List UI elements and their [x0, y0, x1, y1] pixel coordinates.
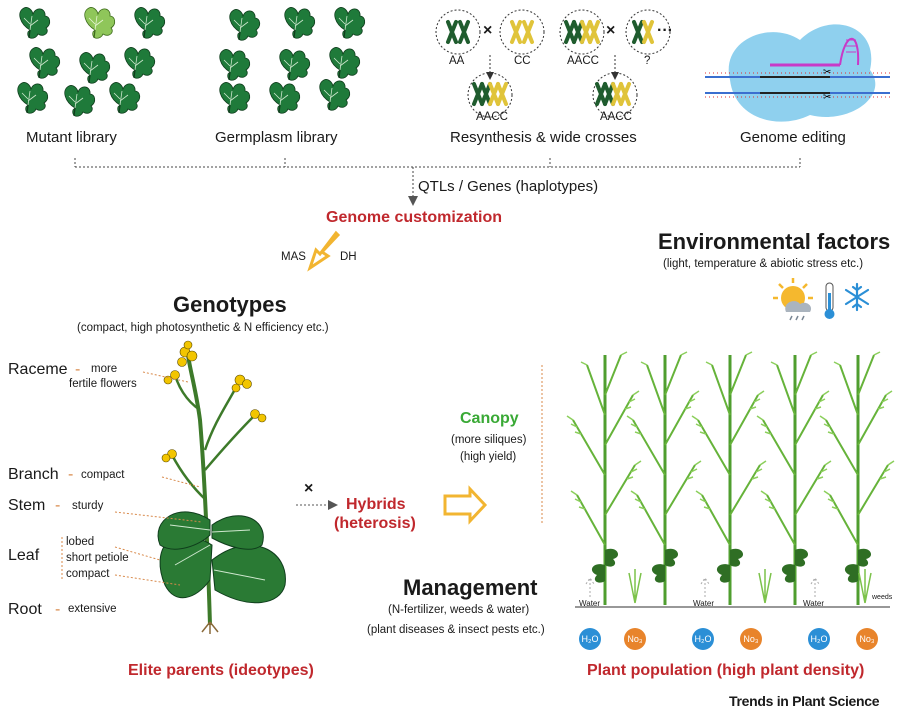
resynthesis-label: Resynthesis & wide crosses: [450, 129, 637, 146]
germplasm-library-label: Germplasm library: [215, 129, 338, 146]
field-plants: [565, 350, 896, 607]
genome-customization-label: Genome customization: [326, 209, 503, 226]
management-line-1: (N-fertilizer, weeds & water): [388, 604, 530, 616]
environment-title: Environmental factors: [658, 229, 891, 254]
svg-text:✂: ✂: [823, 67, 831, 78]
raceme-desc-1: more: [91, 363, 118, 375]
journal-label: Trends in Plant Science: [729, 693, 880, 709]
organ-branch-dash: -: [68, 466, 74, 483]
genome-editing-label: Genome editing: [740, 129, 846, 146]
management-line-2: (plant diseases & insect pests etc.): [367, 624, 545, 636]
plant-population-label: Plant population (high plant density): [587, 662, 865, 679]
genome-unknown-label: ?: [644, 55, 651, 67]
organ-connectors: [61, 371, 203, 586]
water-label-1: Water: [579, 599, 601, 608]
canopy-title: Canopy: [460, 410, 519, 427]
svg-text:✂: ✂: [823, 92, 831, 103]
snowflake-icon: [844, 282, 870, 312]
qtls-label: QTLs / Genes (haplotypes): [418, 178, 599, 195]
thermometer-icon: [824, 282, 835, 319]
organ-raceme: Raceme: [8, 361, 68, 378]
water-label-2: Water: [693, 599, 715, 608]
resynthesis-crosses: [435, 9, 671, 118]
h2o-badge-2: H₂O: [692, 628, 714, 650]
mutant-library-label: Mutant library: [26, 129, 117, 146]
hybrid-to-population-arrow: [443, 485, 488, 525]
genotypes-title: Genotypes: [173, 292, 287, 317]
water-label-3: Water: [803, 599, 825, 608]
organ-raceme-dash: -: [75, 361, 81, 378]
management-title: Management: [403, 575, 538, 600]
canopy-line-1: (more siliques): [451, 434, 527, 446]
water-arrows: [585, 577, 820, 597]
dotted-bracket: [74, 158, 801, 198]
sun-cloud-icon: [773, 278, 813, 321]
canopy-line-2: (high yield): [460, 451, 517, 463]
genome-aacc-label-2: AACC: [567, 55, 599, 67]
leaf-desc-3: compact: [66, 568, 110, 580]
h2o-badge-3: H₂O: [808, 628, 830, 650]
cross-symbol-1: ×: [483, 22, 493, 39]
cross-arrow: [296, 500, 338, 510]
root-desc: extensive: [68, 603, 117, 615]
genotypes-subtitle: (compact, high photosynthetic & N effici…: [77, 322, 329, 334]
organ-branch: Branch: [8, 466, 59, 483]
germplasm-library-leaves: [219, 6, 366, 114]
organ-root: Root: [8, 601, 42, 618]
hybrids-label: Hybrids: [346, 496, 406, 513]
leaf-desc-2: short petiole: [66, 552, 129, 564]
environment-subtitle: (light, temperature & abiotic stress etc…: [663, 258, 864, 270]
stem-desc: sturdy: [72, 500, 104, 512]
organ-stem: Stem: [8, 497, 46, 514]
weed-plants: [628, 569, 872, 604]
mas-dh-arrow: [307, 230, 341, 272]
organ-leaf: Leaf: [8, 547, 40, 564]
weeds-label: weeds: [872, 594, 893, 601]
mas-label: MAS: [281, 251, 306, 263]
genome-editing-graphic: ✂ ✂: [705, 24, 890, 122]
dh-label: DH: [340, 251, 357, 263]
genome-cc-label: CC: [514, 55, 531, 67]
elite-parents-label: Elite parents (ideotypes): [128, 662, 314, 679]
rapeseed-plant: [157, 340, 286, 634]
no3-badge-1: No₃: [624, 628, 646, 650]
organ-stem-dash: -: [55, 497, 61, 514]
cross-symbol-2: ×: [606, 22, 616, 39]
genome-aacc-label-1: AACC: [476, 111, 508, 123]
cross-dots: ···: [657, 22, 673, 39]
mutant-library-leaves: [17, 6, 166, 117]
no3-badge-3: No₃: [856, 628, 878, 650]
heterosis-label: (heterosis): [334, 515, 416, 532]
genome-aacc-label-3: AACC: [600, 111, 632, 123]
raceme-desc-2: fertile flowers: [69, 378, 137, 390]
organ-root-dash: -: [55, 601, 61, 618]
qtl-arrow-head: [408, 196, 418, 206]
h2o-badge-1: H₂O: [579, 628, 601, 650]
leaf-desc-1: lobed: [66, 536, 95, 548]
hybrid-cross-symbol: ×: [304, 480, 314, 497]
branch-desc: compact: [81, 469, 125, 481]
no3-badge-2: No₃: [740, 628, 762, 650]
genome-aa-label: AA: [449, 55, 465, 67]
